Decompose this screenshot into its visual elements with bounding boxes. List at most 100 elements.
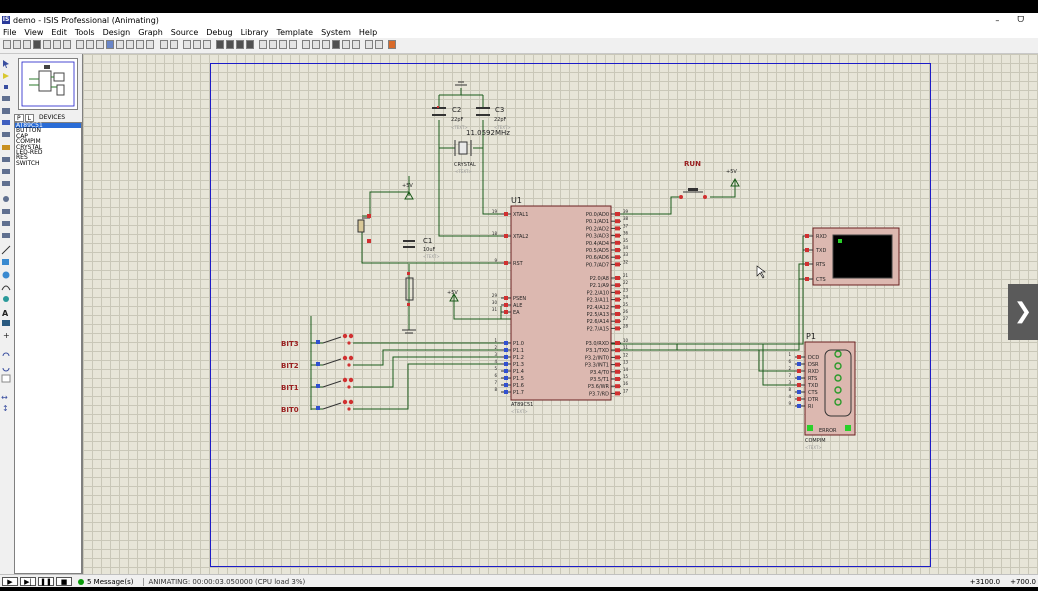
refresh-icon[interactable] [76,40,84,49]
device-pins-icon [2,157,10,162]
menu-edit[interactable]: Edit [51,28,67,37]
switch-lever [322,402,342,410]
property-assign-icon[interactable] [322,40,330,49]
zoom-area-icon[interactable] [146,40,154,49]
menu-graph[interactable]: Graph [138,28,163,37]
run-button[interactable]: RUN [679,160,707,199]
library-manager-button[interactable]: L [24,114,34,122]
switch-contact [348,399,354,405]
wire-autorouter-icon[interactable] [302,40,310,49]
device-item[interactable]: AT89C51 [15,122,81,129]
reset-button[interactable] [357,214,371,243]
menu-source[interactable]: Source [170,28,199,37]
u1-ref-label: U1 [511,196,522,205]
packaging-icon[interactable] [279,40,287,49]
pan-icon[interactable] [106,40,114,49]
export-icon[interactable] [43,40,51,49]
copy-icon[interactable] [193,40,201,49]
decompose-icon[interactable] [289,40,297,49]
zoom-in-icon[interactable] [116,40,124,49]
zoom-all-icon[interactable] [136,40,144,49]
redo-icon[interactable] [170,40,178,49]
overview-window[interactable] [18,58,78,110]
block-delete-icon[interactable] [246,40,254,49]
restore-button[interactable]: ᗜ [1017,15,1024,24]
menu-design[interactable]: Design [102,28,131,37]
print-icon[interactable] [53,40,61,49]
paste-icon[interactable] [203,40,211,49]
play-button[interactable]: ▶ [2,577,18,586]
u1-pin-number: 36 [623,231,629,236]
new-sheet-icon[interactable] [332,40,340,49]
capacitor-c1[interactable]: C1 10uF <TEXT> [403,237,440,259]
stop-button[interactable]: ■ [56,577,72,586]
search-tag-icon[interactable] [312,40,320,49]
menu-view[interactable]: View [24,28,44,37]
step-button[interactable]: ▶| [20,577,36,586]
menu-debug[interactable]: Debug [206,28,233,37]
capacitor-c2[interactable]: C2 22pF <TEXT> [432,106,468,130]
cut-icon[interactable] [183,40,191,49]
next-arrow-button[interactable]: ❯ [1008,284,1038,340]
u1-pin-number: 34 [623,245,629,250]
ares-icon[interactable] [388,40,396,49]
block-copy-icon[interactable] [216,40,224,49]
netlist-icon[interactable] [375,40,383,49]
microcontroller-u1[interactable]: U1 AT89C51 <TEXT> XTAL119XTAL218RST9PSEN… [492,196,629,414]
menu-help[interactable]: Help [358,28,378,37]
u1-pin-state [504,212,508,216]
terminal-pin-label: RTS [816,262,825,268]
menu-library[interactable]: Library [240,28,269,37]
save-file-icon[interactable] [23,40,31,49]
u1-pin-number: 32 [623,259,629,264]
pick-device-icon[interactable] [259,40,267,49]
resistor-r1[interactable] [405,272,414,306]
undo-icon[interactable] [160,40,168,49]
crystal-x1[interactable]: 11.0592MHz CRYSTAL <TEXT> [454,129,510,174]
open-file-icon[interactable] [13,40,21,49]
origin-icon[interactable] [96,40,104,49]
schematic-canvas[interactable]: C2 22pF <TEXT> C3 22pF <TEXT> 11.0592MHz… [83,54,1038,574]
menu-system[interactable]: System [321,28,351,37]
device-item[interactable]: LED-RED [16,149,43,157]
device-item[interactable]: RES [16,154,28,162]
menu-file[interactable]: File [3,28,17,37]
u1-pin-number: 19 [492,209,498,214]
menu-template[interactable]: Template [276,28,314,37]
device-item[interactable]: SWITCH [16,159,40,167]
import-icon[interactable] [33,40,41,49]
terminal-pin-state [805,277,809,281]
device-item[interactable]: CRYSTAL [16,143,43,151]
menu-tools[interactable]: Tools [74,28,95,37]
messages-indicator[interactable]: 5 Message(s) [78,578,133,586]
u1-pin-number: 38 [623,216,629,221]
zoom-out-icon[interactable] [126,40,134,49]
new-file-icon[interactable] [3,40,11,49]
device-item[interactable]: COMPIM [16,138,41,146]
capacitor-c3[interactable]: C3 22pF <TEXT> [476,106,511,130]
mode-icons: A + ↔ ↕ [1,60,11,413]
print-area-icon[interactable] [63,40,71,49]
grid-toggle-icon[interactable] [86,40,94,49]
device-item[interactable]: CAP [16,132,28,140]
u1-pin-label: P2.2/A10 [587,290,609,296]
goto-sheet-icon[interactable] [352,40,360,49]
bill-of-materials-icon[interactable] [365,40,373,49]
minimize-button[interactable]: – [995,15,1000,25]
p1-pin-state [797,355,801,359]
device-item[interactable]: BUTTON [16,127,41,135]
u1-pin-number: 26 [623,309,629,314]
block-rotate-icon[interactable] [236,40,244,49]
make-device-icon[interactable] [269,40,277,49]
bit-label: BIT0 [281,406,299,414]
pick-device-button[interactable]: P [14,114,24,122]
object-selector-panel: P L DEVICES AT89C51 BUTTON CAP COMPIM CR… [12,54,83,574]
graph-mode-icon [2,169,10,174]
pause-button[interactable]: ❚❚ [38,577,54,586]
remove-sheet-icon[interactable] [342,40,350,49]
u1-pin-number: 8 [494,387,497,392]
block-move-icon[interactable] [226,40,234,49]
